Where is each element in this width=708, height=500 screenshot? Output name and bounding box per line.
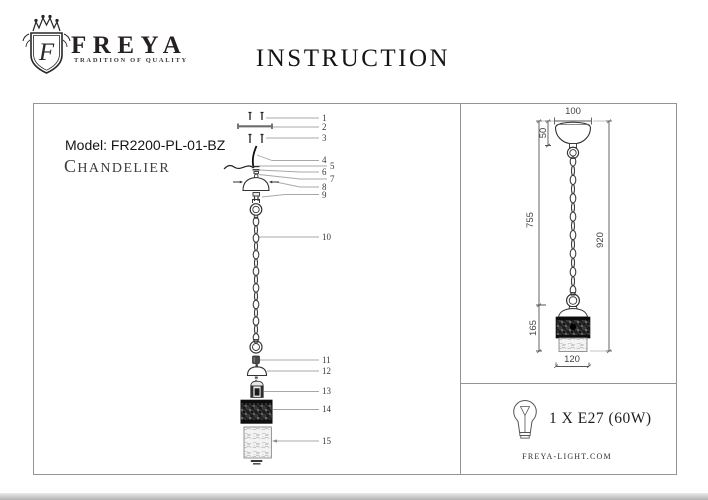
dim-label-total-height: 920 bbox=[595, 232, 606, 248]
part-number-1: 1 bbox=[322, 113, 327, 123]
dim-label-canopy-height: 50 bbox=[538, 127, 549, 139]
part-ornate-band bbox=[240, 399, 273, 424]
exploded-view-diagram bbox=[223, 111, 327, 465]
dim-label-canopy-width: 100 bbox=[565, 106, 581, 117]
dim-label-chain-drop: 755 bbox=[525, 212, 536, 228]
horizontal-divider bbox=[460, 383, 676, 384]
part-screws-top bbox=[248, 111, 264, 120]
part-number-9: 9 bbox=[322, 190, 327, 200]
part-number-2: 2 bbox=[322, 122, 327, 132]
vertical-divider bbox=[460, 103, 461, 474]
part-number-8: 8 bbox=[322, 182, 327, 192]
part-chain bbox=[252, 216, 260, 343]
part-number-6: 6 bbox=[322, 167, 327, 177]
part-number-11: 11 bbox=[322, 355, 331, 365]
dim-chain bbox=[569, 156, 577, 296]
dim-label-lamp-height: 165 bbox=[528, 320, 539, 336]
part-number-13: 13 bbox=[322, 386, 331, 396]
part-number-14: 14 bbox=[322, 404, 331, 414]
part-glass-shade bbox=[243, 426, 272, 465]
product-type: CHANDELIER bbox=[64, 156, 171, 176]
part-number-10: 10 bbox=[322, 232, 331, 242]
dimension-drawing bbox=[536, 117, 612, 369]
part-number-5: 5 bbox=[330, 161, 335, 171]
part-number-15: 15 bbox=[322, 436, 331, 446]
website: FREYA-LIGHT.COM bbox=[522, 452, 612, 461]
part-number-4: 4 bbox=[322, 155, 327, 165]
brand-monogram: F bbox=[38, 39, 55, 66]
dim-label-shade-width: 120 bbox=[564, 354, 580, 365]
brand-tagline: TRADITION OF QUALITY bbox=[74, 57, 188, 64]
brand-logo-shield: F bbox=[22, 14, 71, 74]
part-socket bbox=[250, 380, 264, 398]
part-number-12: 12 bbox=[322, 366, 331, 376]
scan-edge bbox=[0, 493, 708, 500]
part-canopy bbox=[233, 176, 279, 192]
content-frame bbox=[33, 103, 677, 475]
part-coupler bbox=[252, 355, 260, 364]
part-number-7: 7 bbox=[330, 174, 335, 184]
model-number: Model: FR2200-PL-01-BZ bbox=[65, 137, 226, 153]
dim-canopy bbox=[554, 121, 592, 145]
page-title: INSTRUCTION bbox=[255, 45, 451, 72]
part-connector-stack bbox=[252, 165, 260, 180]
part-lower-loop bbox=[249, 339, 263, 354]
part-nipple bbox=[252, 192, 260, 201]
bulb-icon bbox=[513, 399, 537, 439]
brand-name: FREYA bbox=[71, 32, 188, 59]
dimension-lines bbox=[536, 117, 612, 369]
part-wire bbox=[223, 145, 258, 170]
part-cap bbox=[246, 364, 268, 384]
part-upper-loop bbox=[249, 199, 263, 219]
dim-lamp-body bbox=[555, 292, 591, 352]
leader-lines bbox=[256, 117, 327, 443]
part-screws-canopy bbox=[248, 133, 264, 143]
part-number-3: 3 bbox=[322, 133, 327, 143]
bulb-spec: 1 X E27 (60W) bbox=[549, 410, 652, 427]
part-mounting-strap bbox=[237, 123, 273, 129]
